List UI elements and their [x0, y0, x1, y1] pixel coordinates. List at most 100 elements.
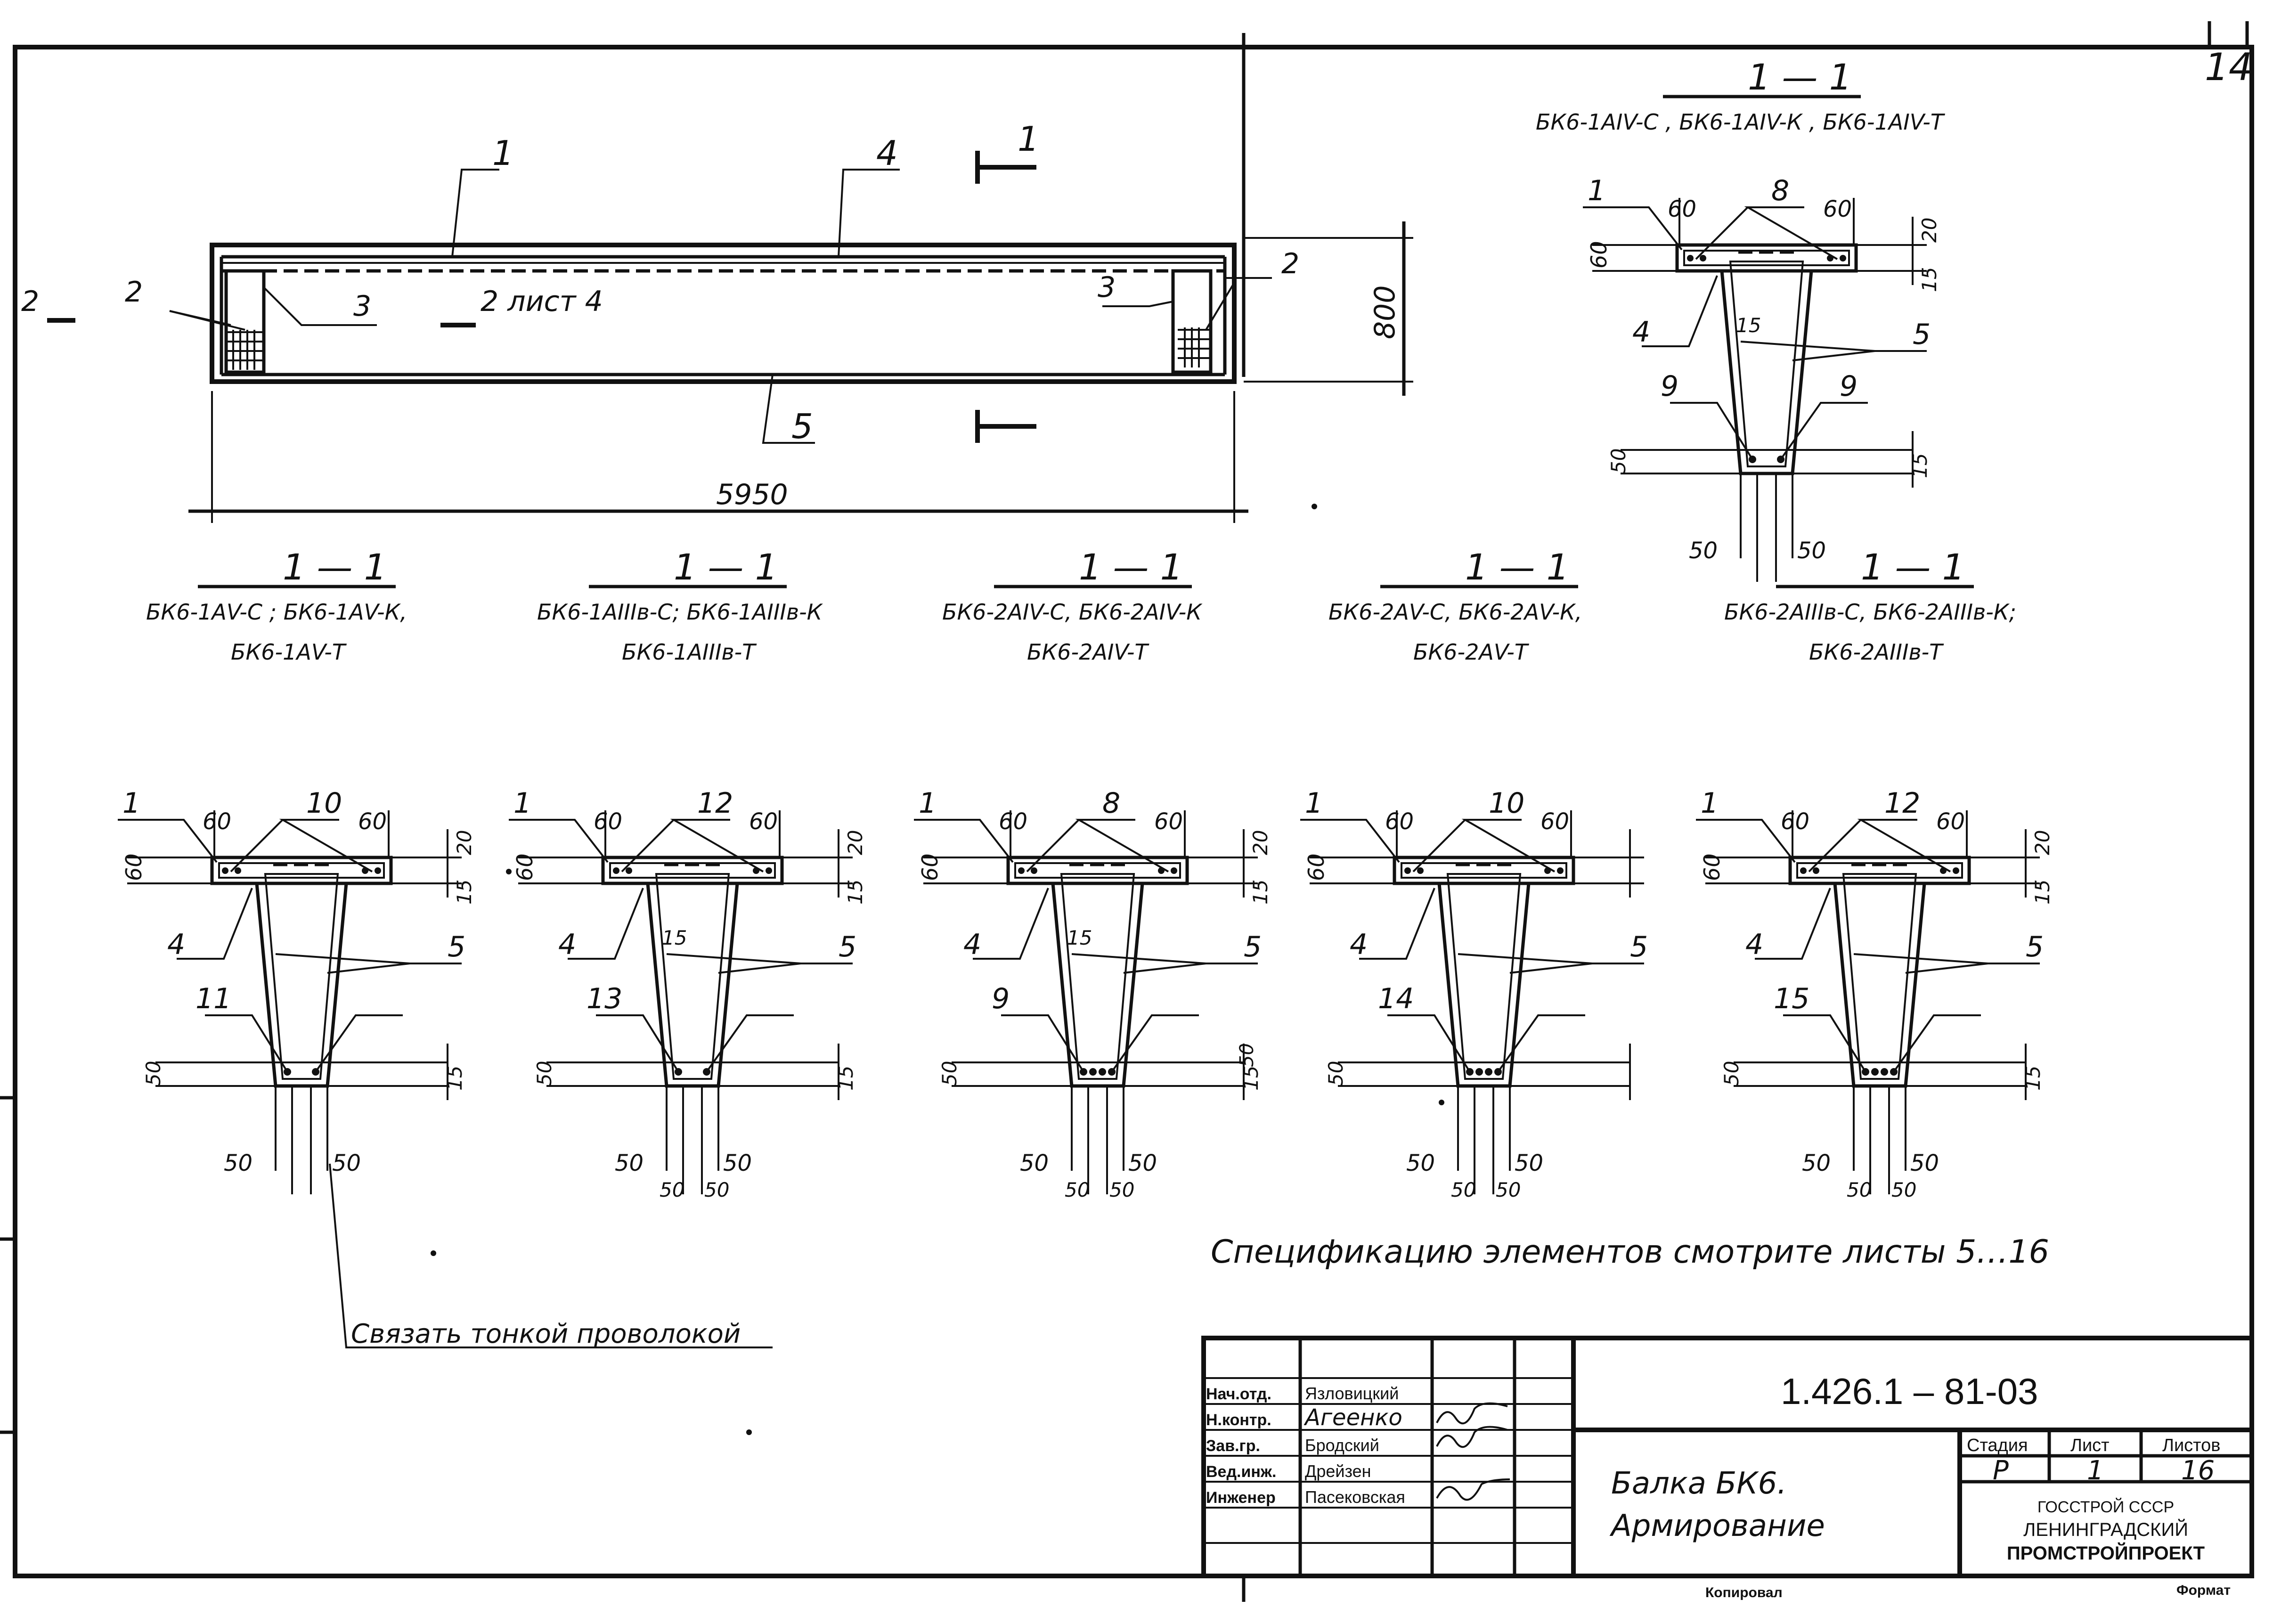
- org-line-3: ПРОМСТРОЙПРОЕКТ: [2007, 1542, 2205, 1564]
- leader-flange: [118, 819, 218, 863]
- flange-bar: [1953, 867, 1959, 874]
- dim-top-left: 60: [999, 808, 1027, 835]
- mark-flange: 1: [1305, 787, 1323, 820]
- dim-bottom-inner-left: 50: [1065, 1178, 1090, 1201]
- dim-flange-height: 60: [1586, 241, 1612, 269]
- leader-flange-bars: [279, 819, 373, 873]
- mark-flange: 1: [122, 787, 140, 820]
- mark-stirrup: 4: [1632, 316, 1650, 349]
- web-outline: [1720, 269, 1813, 475]
- web-outline: [255, 881, 348, 1088]
- name-3: Бродский: [1305, 1436, 1379, 1455]
- section-designation-2: БК6-1АIIIв-Т: [622, 639, 757, 665]
- section-2-ref: 2 лист 4: [481, 285, 603, 318]
- dim-bottom-left: 50: [1020, 1150, 1049, 1176]
- flange-bar: [1171, 867, 1177, 874]
- section-title: 1 — 1: [1748, 56, 1852, 98]
- dim-top-right: 60: [1823, 196, 1852, 222]
- mark-stirrup: 4: [558, 928, 576, 961]
- mark-flange-bars: 12: [1884, 787, 1920, 820]
- dim-bottom-cover: 15: [834, 1066, 857, 1091]
- dim-bottom-right: 50: [1128, 1150, 1157, 1176]
- dim-bottom-height: 50: [1720, 1061, 1743, 1086]
- dim-bottom-cover: 15: [443, 1066, 466, 1091]
- mark-web: 5: [1630, 930, 1648, 963]
- flange-bar: [222, 867, 228, 874]
- leader-stirrup: [177, 888, 253, 960]
- mark-2-left: 2: [125, 276, 143, 309]
- section-title: 1 — 1: [1861, 546, 1965, 588]
- section-2-label: 2: [21, 285, 39, 318]
- flange-bar: [1813, 867, 1819, 874]
- leader-flange-bars: [1744, 206, 1838, 260]
- dim-top-right: 60: [1936, 808, 1965, 835]
- dim-bottom-height: 50: [1324, 1061, 1347, 1086]
- leader-stirrup: [1755, 888, 1831, 960]
- stage-header: Стадия: [1967, 1436, 2028, 1455]
- section-title: 1 — 1: [1079, 546, 1183, 588]
- mark-4: 4: [876, 133, 898, 173]
- dim-web-cover: 15: [1736, 314, 1761, 337]
- mark-web: 5: [448, 930, 465, 963]
- dim-bottom-right: 50: [723, 1150, 752, 1176]
- dim-bottom-right: 50: [1910, 1150, 1939, 1176]
- flange-bar: [1557, 867, 1564, 874]
- wire-note: Связать тонкой проволокой: [351, 1319, 741, 1349]
- mark-stirrup: 4: [1350, 928, 1368, 961]
- dim-bottom-cover: 15: [2021, 1066, 2045, 1091]
- dim-bottom-inner-left: 50: [1847, 1178, 1872, 1201]
- dim-flange-top: 20: [1918, 218, 1941, 243]
- dim-bottom-right: 50: [332, 1150, 361, 1176]
- leader-web: [275, 953, 462, 964]
- name-5: Пасековская: [1305, 1487, 1405, 1507]
- dim-flange-top: 20: [453, 830, 476, 855]
- section-designation-2: БК6-2АIV-Т: [1027, 639, 1149, 665]
- bottom-bar: [1099, 1068, 1106, 1076]
- leader-flange: [1696, 819, 1796, 863]
- mark-flange-bars: 10: [1489, 787, 1524, 820]
- section-designation-2: БК6-1АV-Т: [231, 639, 347, 665]
- mark-web: 5: [839, 930, 856, 963]
- section-designation-1: БК6-2АV-С, БК6-2АV-К,: [1328, 599, 1582, 625]
- leader-flange: [1300, 819, 1400, 863]
- bottom-bar: [1089, 1068, 1097, 1076]
- flange-bar: [235, 867, 241, 874]
- name-1: Язловицкий: [1305, 1384, 1399, 1403]
- end-bars-left: [226, 330, 264, 370]
- dim-extra-right: 50: [1236, 1043, 1258, 1067]
- document-code: 1.426.1 – 81-03: [1781, 1371, 2038, 1412]
- web-stirrup: [1729, 261, 1804, 467]
- bottom-bar: [1871, 1068, 1879, 1076]
- mark-bottom-bars: 15: [1774, 982, 1809, 1015]
- leader-web: [666, 953, 853, 964]
- dim-top-right: 60: [749, 808, 778, 835]
- flange-bar: [375, 867, 381, 874]
- flange-bar: [626, 867, 632, 874]
- leader-bottom-bars: [1783, 1014, 1866, 1073]
- leader-flange: [914, 819, 1014, 863]
- dim-bottom-left: 50: [1406, 1150, 1435, 1176]
- dim-bottom-right: 50: [1797, 538, 1826, 564]
- bottom-bar: [1475, 1068, 1483, 1076]
- mark-bottom-bars-2: 9: [1840, 370, 1858, 403]
- dim-top-right: 60: [1540, 808, 1569, 835]
- dim-bottom-height: 50: [142, 1061, 165, 1086]
- mark-3-left: 3: [353, 290, 371, 323]
- leader-web: [1458, 953, 1644, 964]
- section-title: 1 — 1: [283, 546, 387, 588]
- section-designation-1: БК6-2АIIIв-С, БК6-2АIIIв-К;: [1724, 599, 2016, 625]
- mark-bottom-bars: 13: [587, 982, 622, 1015]
- mark-flange-bars: 12: [697, 787, 733, 820]
- stage-value: Р: [1993, 1455, 2009, 1486]
- flange-bar: [1840, 255, 1846, 261]
- page-number: 14: [2205, 45, 2253, 89]
- dim-flange-bottom: 15: [844, 880, 867, 905]
- dim-flange-height: 60: [512, 853, 538, 881]
- role-3: Зав.гр.: [1206, 1437, 1260, 1455]
- dim-bottom-cover: 15: [1239, 1066, 1263, 1091]
- flange-bar: [1031, 867, 1037, 874]
